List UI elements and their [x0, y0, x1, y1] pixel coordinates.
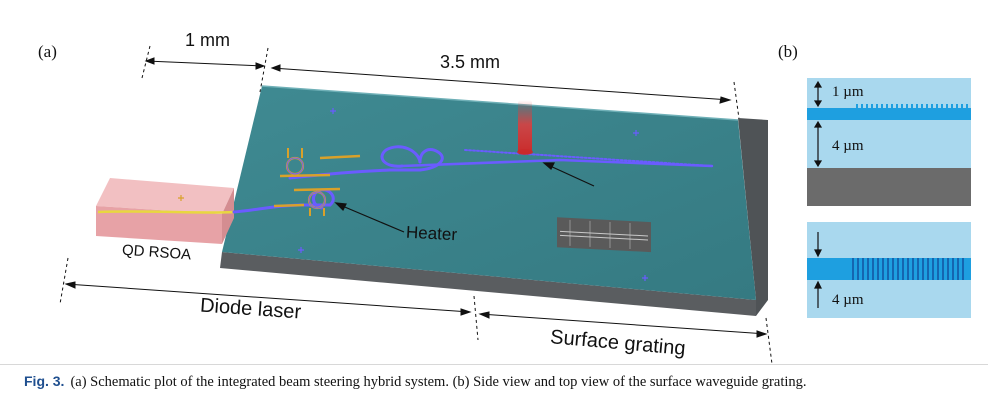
top-view-4um-label: 4 µm [832, 292, 864, 308]
side-view-4um-label: 4 µm [832, 138, 864, 154]
caption-label: Fig. 3. [24, 373, 65, 389]
dimension-3-5mm-label: 3.5 mm [440, 52, 501, 72]
emitted-beam [518, 100, 532, 154]
chip [220, 85, 768, 316]
chip-right-face [738, 118, 768, 316]
side-view-diagram [807, 78, 971, 206]
pointer-arrows [334, 162, 595, 233]
panel-b-label: (b) [778, 42, 798, 61]
chip-front-face [220, 252, 756, 316]
qd-rsoa-chip [96, 178, 235, 244]
side-view-1um-label: 1 µm [832, 84, 864, 100]
dimension-1mm-label: 1 mm [185, 30, 230, 50]
heaters [273, 148, 361, 216]
sem-inset-image [557, 217, 651, 253]
panel-a-label: (a) [38, 42, 57, 61]
caption-divider [0, 364, 988, 365]
top-view-diagram [807, 222, 971, 318]
heater-label: Heater [405, 222, 458, 245]
caption-text: (a) Schematic plot of the integrated bea… [70, 374, 807, 390]
figure-caption: Fig. 3. (a) Schematic plot of the integra… [24, 373, 807, 391]
alignment-marks [298, 108, 648, 281]
